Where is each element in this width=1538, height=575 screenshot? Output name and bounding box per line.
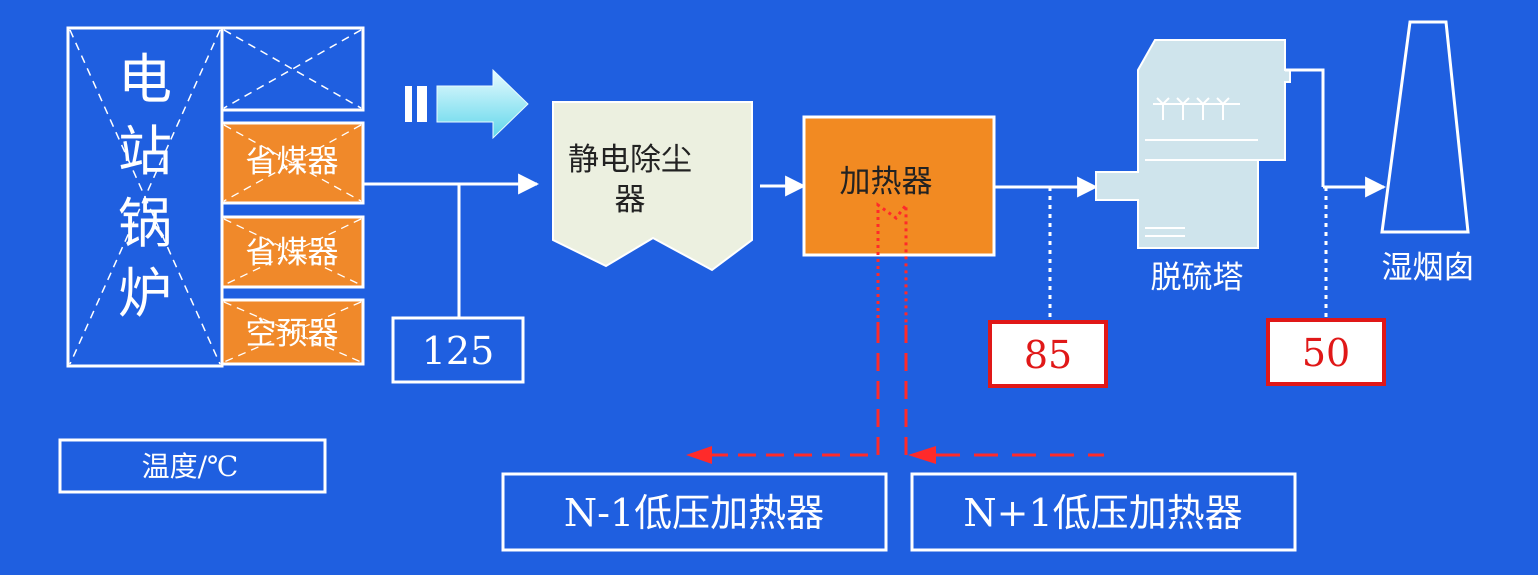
esp-label: 器 bbox=[615, 182, 646, 218]
n-plus-1-heater-box bbox=[910, 472, 1297, 552]
n-minus-1-heater-label: N-1低压加热器 bbox=[564, 491, 824, 535]
arrow-icon bbox=[686, 446, 712, 464]
heater-coil bbox=[876, 200, 908, 325]
temperature-value: 50 bbox=[1302, 331, 1350, 375]
temperature-box bbox=[988, 320, 1108, 388]
boiler-label-char: 炉 bbox=[118, 262, 172, 325]
heater: 加热器 bbox=[802, 115, 996, 325]
heater-label: 加热器 bbox=[840, 164, 933, 200]
electrostatic-precipitator: 静电除尘 器 bbox=[552, 101, 753, 272]
boiler-label-char: 电 bbox=[118, 48, 172, 111]
boiler: 电 站 锅 炉 省煤器 省煤器 空预器 bbox=[66, 26, 365, 368]
arrow-icon bbox=[908, 446, 936, 464]
temperature-value: 125 bbox=[422, 329, 495, 373]
n-plus-1-heater-label: N+1低压加热器 bbox=[963, 491, 1242, 535]
economizer-label: 省煤器 bbox=[246, 144, 339, 180]
air-preheater-label: 空预器 bbox=[246, 316, 339, 352]
chimney-icon bbox=[1380, 20, 1470, 234]
esp-label: 静电除尘 bbox=[568, 142, 692, 178]
chimney-label: 湿烟囱 bbox=[1382, 250, 1475, 286]
n-minus-1-heater-box bbox=[501, 472, 888, 552]
flow-direction-icon bbox=[405, 68, 529, 140]
desulfurization-tower bbox=[1095, 39, 1325, 249]
spray-nozzles bbox=[1153, 97, 1240, 120]
legend-label: 温度/℃ bbox=[142, 450, 239, 483]
boiler-label-char: 站 bbox=[118, 120, 172, 183]
boiler-diagonal bbox=[69, 29, 221, 365]
temperature-box bbox=[391, 316, 525, 384]
boiler-label-char: 锅 bbox=[118, 192, 172, 255]
low-pressure-pipe-out bbox=[690, 325, 880, 457]
economizer-label: 省煤器 bbox=[246, 235, 339, 271]
temperature-box bbox=[1266, 318, 1386, 386]
temperature-value: 85 bbox=[1024, 333, 1072, 377]
boiler-top-cell bbox=[220, 26, 365, 112]
tower-label: 脱硫塔 bbox=[1151, 260, 1244, 296]
legend-box bbox=[58, 438, 327, 494]
